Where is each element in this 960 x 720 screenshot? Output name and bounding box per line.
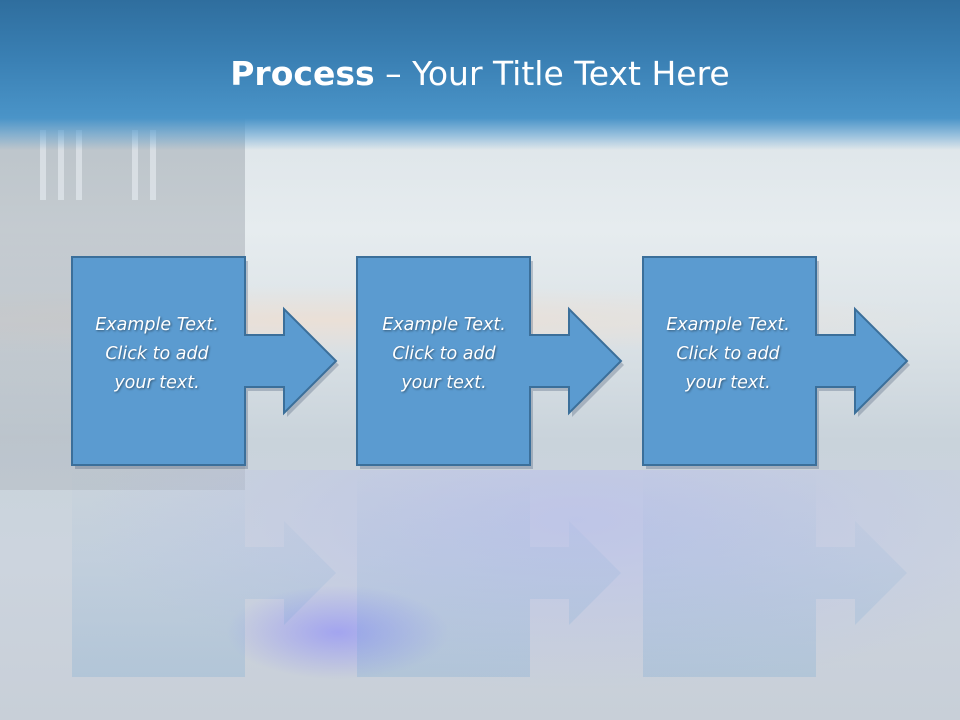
step-3-reflection [643, 469, 907, 677]
slide-title[interactable]: Process – Your Title Text Here [0, 52, 960, 96]
step-2-line-3: your text. [401, 373, 487, 393]
step-1-reflection [72, 469, 336, 677]
step-2-line-2: Click to add [392, 344, 496, 364]
step-2-arrow-box[interactable] [356, 256, 623, 466]
step-3-line-1: Example Text. [666, 315, 790, 335]
step-2-line-1: Example Text. [382, 315, 506, 335]
step-3-line-2: Click to add [676, 344, 780, 364]
step-3-text[interactable]: Example Text. Click to add your text. [643, 311, 813, 398]
step-3-arrow-box[interactable] [642, 256, 909, 466]
title-bold: Process [230, 54, 375, 93]
step-2-text[interactable]: Example Text. Click to add your text. [359, 311, 529, 398]
step-1-text[interactable]: Example Text. Click to add your text. [72, 311, 242, 398]
step-3-line-3: your text. [685, 373, 771, 393]
step-1-line-1: Example Text. [95, 315, 219, 335]
title-rest: – Your Title Text Here [374, 54, 730, 93]
title-bar [0, 0, 960, 150]
step-2-reflection [357, 469, 621, 677]
step-1-line-3: your text. [114, 373, 200, 393]
step-1-arrow-box[interactable] [71, 256, 338, 466]
step-1-line-2: Click to add [105, 344, 209, 364]
